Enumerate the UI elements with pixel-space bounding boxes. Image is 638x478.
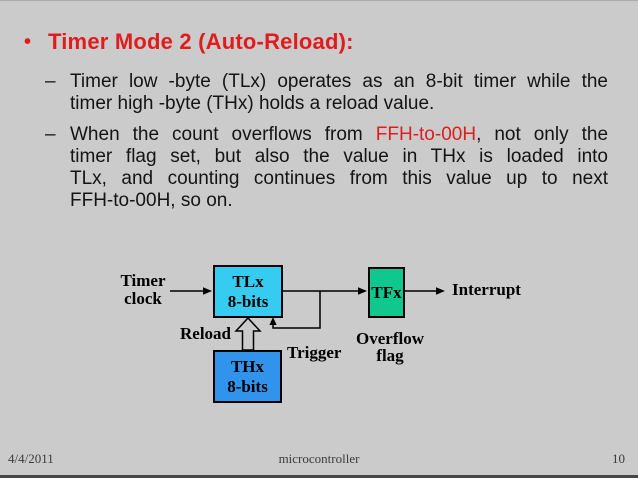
bullet-2-line-3: TLx, and counting continues from this va… bbox=[70, 168, 608, 189]
interrupt-arrow bbox=[405, 287, 445, 295]
tlx-box-label-line2: 8-bits bbox=[227, 292, 269, 311]
bullet-dash: – bbox=[45, 71, 56, 92]
timer-clock-label: Timer clock bbox=[105, 272, 181, 308]
trigger-label: Trigger bbox=[287, 343, 342, 362]
footer-page-number: 10 bbox=[612, 451, 625, 466]
bullet-2-line-1-before: When the count overflows from bbox=[70, 124, 376, 145]
thx-box-label-line1: THx bbox=[230, 357, 265, 376]
thx-box: THx 8-bits bbox=[213, 350, 282, 403]
bullet-1-line-2: timer high -byte (THx) holds a reload va… bbox=[70, 93, 435, 114]
timer-clock-label-line2: clock bbox=[124, 289, 162, 308]
reload-hollow-arrow bbox=[234, 316, 262, 351]
overflow-flag-label-line1: Overflow bbox=[356, 329, 424, 348]
trigger-feedback-line bbox=[269, 291, 321, 329]
page-title: Timer Mode 2 (Auto-Reload): bbox=[48, 29, 354, 54]
bullet-item-1: –Timer low -byte (TLx) operates as an 8-… bbox=[45, 71, 608, 115]
overflow-flag-label: Overflow flag bbox=[352, 330, 428, 364]
timer-clock-label-line1: Timer bbox=[120, 271, 166, 290]
thx-box-label-line2: 8-bits bbox=[227, 377, 268, 396]
bullet-2-line-1: –When the count overflows from FFH-to-00… bbox=[45, 124, 609, 146]
tlx-box: TLx 8-bits bbox=[213, 265, 283, 318]
title-bullet-icon: • bbox=[24, 31, 32, 53]
timer-clock-arrow bbox=[170, 287, 212, 295]
reload-label: Reload bbox=[180, 324, 231, 343]
footer-title: microcontroller bbox=[278, 451, 360, 466]
bullet-2-line-1-after: , not only the bbox=[476, 124, 609, 145]
tlx-box-label-line1: TLx bbox=[232, 272, 264, 291]
highlight-ffh-to-00h: FFH-to-00H bbox=[375, 124, 477, 145]
timer-mode2-diagram: TLx 8-bits TFx THx 8-bits Timer clock Re… bbox=[0, 250, 638, 428]
bullet-1-line-1-text: Timer low -byte (TLx) operates as an 8-b… bbox=[70, 71, 608, 92]
bullet-item-2: –When the count overflows from FFH-to-00… bbox=[45, 124, 609, 212]
bullet-1-line-1: –Timer low -byte (TLx) operates as an 8-… bbox=[45, 71, 608, 93]
bullet-2-line-2: timer flag set, but also the value in TH… bbox=[70, 146, 608, 167]
tfx-box: TFx bbox=[368, 267, 405, 318]
slide-top-edge bbox=[0, 0, 638, 1]
footer-date: 4/4/2011 bbox=[8, 451, 54, 466]
overflow-flag-label-line2: flag bbox=[376, 346, 404, 365]
bullet-dash: – bbox=[45, 124, 56, 145]
bullet-2-line-4: FFH-to-00H, so on. bbox=[70, 190, 233, 211]
diagram-arrows bbox=[170, 287, 445, 351]
overflow-arrow bbox=[283, 287, 367, 295]
slide-bottom-edge bbox=[0, 475, 638, 478]
tfx-box-label: TFx bbox=[371, 282, 402, 302]
interrupt-label: Interrupt bbox=[452, 280, 521, 299]
